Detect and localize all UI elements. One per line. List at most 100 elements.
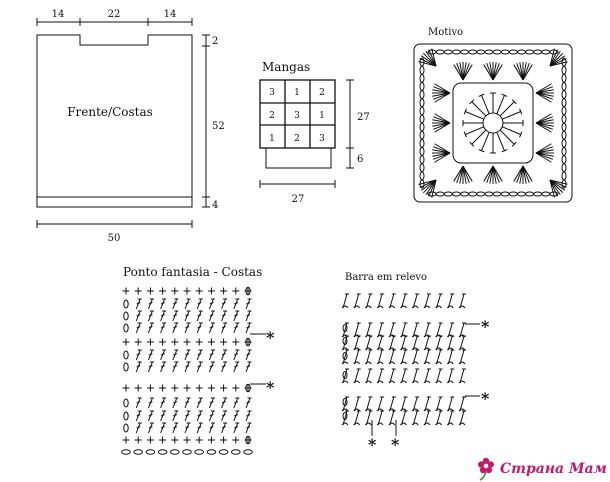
motif-shell-stitch <box>535 92 554 100</box>
post-stitch-hook <box>341 361 349 365</box>
motif-shell-stitch <box>432 149 451 154</box>
motif-shell-stitch <box>535 122 554 127</box>
motif-chain <box>561 65 567 75</box>
post-stitch <box>412 293 418 309</box>
fancy-stitch-title: Ponto fantasia - Costas <box>123 265 262 279</box>
motif-shell-stitch <box>456 165 464 184</box>
dc-stitch <box>135 422 141 434</box>
dc-stitch <box>135 397 141 409</box>
dc-stitch-bar <box>173 426 177 429</box>
post-stitch-hook <box>400 380 407 384</box>
sleeve-cell-number: 1 <box>319 111 325 121</box>
motif-chain <box>561 73 567 83</box>
post-stitch-hook <box>435 361 442 365</box>
motif-chain <box>561 130 567 140</box>
chain-stitch <box>231 449 241 455</box>
motif-shell-stitch <box>434 143 451 154</box>
motif-shell-stitch <box>549 50 561 67</box>
flower-petal <box>479 466 487 474</box>
dc-stitch-bar <box>185 426 190 429</box>
front-back-schematic: 14 22 14 Frente/Costas 2 52 4 50 <box>36 9 225 244</box>
dc-stitch-bar <box>209 414 214 417</box>
post-stitch <box>424 335 430 351</box>
motif-shell-stitch <box>535 152 552 163</box>
dc-stitch <box>208 298 214 310</box>
chain-stitch <box>182 449 192 455</box>
post-stitch <box>447 349 453 365</box>
dc-stitch <box>160 322 166 334</box>
post-stitch-hook <box>411 422 419 426</box>
post-stitch <box>424 368 430 384</box>
turning-chain <box>245 435 251 445</box>
post-stitch <box>342 410 348 426</box>
post-stitch-hook <box>458 422 466 426</box>
post-stitch <box>354 349 360 365</box>
motif-spoke <box>465 111 484 120</box>
post-stitch <box>436 410 442 426</box>
dc-stitch <box>147 310 153 322</box>
motif-diagram: Motivo <box>413 27 573 203</box>
motif-shell-stitch <box>513 64 524 81</box>
dc-stitch <box>184 397 190 409</box>
dc-stitch <box>233 310 239 322</box>
chain-stitch <box>170 449 180 455</box>
motif-chain <box>443 191 453 197</box>
post-stitch <box>389 396 395 412</box>
post-stitch <box>354 322 360 338</box>
post-stitch-hook <box>341 408 349 412</box>
motif-shell-stitch <box>535 86 554 94</box>
post-stitch-hook <box>435 305 442 309</box>
dc-stitch <box>208 410 214 422</box>
motif-shell-stitch <box>432 122 451 130</box>
dc-stitch-bar <box>160 426 165 429</box>
dc-stitch <box>245 361 251 373</box>
motif-shell-stitch <box>549 48 555 67</box>
motif-shell-stitch <box>459 165 464 184</box>
dc-stitch-bar <box>185 314 190 317</box>
post-stitch <box>401 335 406 351</box>
post-stitch <box>354 293 360 309</box>
motif-chain <box>419 90 425 100</box>
post-stitch-hook <box>365 361 372 365</box>
dc-stitch <box>221 349 227 361</box>
motif-chain <box>516 49 526 55</box>
motif-chain <box>500 191 510 197</box>
motif-chain <box>476 191 486 197</box>
motif-chain <box>561 155 567 165</box>
post-stitch <box>436 335 442 351</box>
dc-stitch-bar <box>234 314 238 317</box>
motif-spoke <box>502 126 521 135</box>
post-stitch <box>412 335 418 351</box>
motif-shell-stitch <box>419 58 437 67</box>
dc-stitch-bar <box>173 353 177 356</box>
motif-shell-stitch <box>432 86 451 94</box>
motif-chain <box>451 191 461 197</box>
dc-stitch-bar <box>246 365 251 368</box>
flower-stem <box>479 471 487 481</box>
dc-stitch <box>147 397 153 409</box>
dc-stitch <box>147 410 153 422</box>
dc-stitch <box>135 410 141 422</box>
dc-stitch-bar <box>148 365 153 368</box>
motif-spoke <box>471 129 487 145</box>
motif-shell-stitch <box>549 179 561 196</box>
flower-petal <box>485 466 493 474</box>
motif-shell-stitch <box>420 55 437 67</box>
dc-stitch-bar <box>209 302 214 305</box>
front-back-title: Frente/Costas <box>67 105 153 119</box>
motif-shell-stitch <box>516 165 524 184</box>
turning-chain <box>342 352 348 360</box>
motif-chain <box>419 146 425 156</box>
post-stitch-hook <box>435 408 442 412</box>
chain-stitch <box>206 449 217 455</box>
motif-shell-stitch <box>462 64 473 81</box>
dc-stitch-bar <box>148 414 153 417</box>
dim-right-label: 14 <box>164 9 177 20</box>
dc-stitch-bar <box>160 326 165 329</box>
motif-chain <box>443 49 453 55</box>
motif-chain <box>492 49 502 55</box>
motif-shell-stitch <box>549 179 558 197</box>
dc-stitch-bar <box>136 302 141 305</box>
dc-stitch-bar <box>246 414 251 417</box>
motif-chain <box>419 65 425 75</box>
